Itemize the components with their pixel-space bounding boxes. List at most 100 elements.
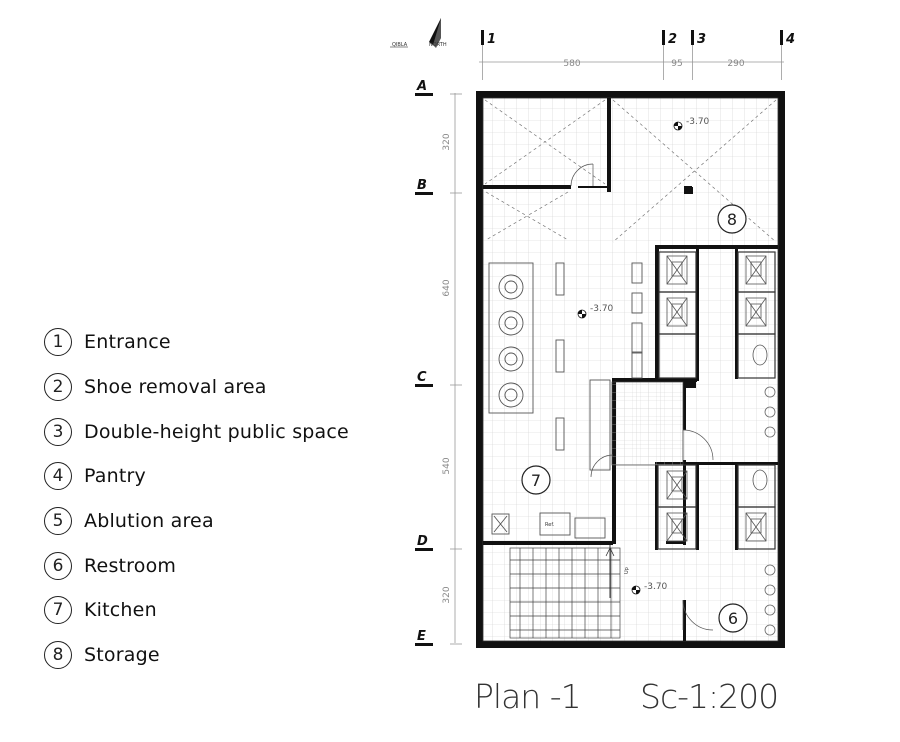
- level-marker-icon: [577, 309, 587, 319]
- toilet-icon: [666, 297, 688, 327]
- level-marker-icon: [673, 121, 683, 131]
- legend: 1 Entrance 2 Shoe removal area 3 Double-heigh…: [44, 320, 384, 678]
- legend-item: 5 Ablution area: [44, 499, 384, 544]
- toilet-icon: [666, 512, 688, 542]
- grid-column-marker: 3: [691, 30, 706, 80]
- row-dimension: 540: [442, 457, 452, 474]
- legend-label: Restroom: [84, 554, 177, 577]
- grid-row-marker: D: [415, 534, 462, 551]
- grid-row-marker: E: [415, 629, 462, 646]
- restroom-cubicles: [657, 251, 776, 550]
- svg-text:QIBLA: QIBLA: [392, 42, 408, 48]
- legend-label: Entrance: [84, 331, 171, 354]
- legend-item: 1 Entrance: [44, 320, 384, 365]
- grid-column-label: 4: [785, 32, 795, 47]
- row-dimension: 640: [442, 279, 452, 296]
- sink-icon: [764, 604, 776, 616]
- grid-column-label: 1: [487, 32, 496, 47]
- legend-number: 1: [44, 328, 72, 357]
- room-number-kitchen: 7: [521, 465, 551, 495]
- legend-label: Double-height public space: [84, 420, 349, 443]
- grid-row-marker: A: [415, 79, 462, 96]
- legend-item: 4 Pantry: [44, 454, 384, 499]
- grid-column-label: 2: [668, 32, 677, 47]
- column-dimensions: 580 95 290: [563, 59, 744, 69]
- legend-item: 8 Storage: [44, 633, 384, 678]
- toilet-icon: [666, 255, 688, 285]
- svg-text:6: 6: [728, 609, 738, 628]
- toilet-seat-icon: [752, 344, 768, 366]
- grid-row-label: B: [417, 178, 427, 193]
- legend-number: 3: [44, 417, 72, 446]
- toilet-icon: [745, 297, 767, 327]
- grid-column-label: 3: [697, 32, 706, 47]
- legend-number: 4: [44, 462, 72, 491]
- row-dimensions: 320 640 540 320: [442, 133, 452, 603]
- grid-row-label: A: [416, 79, 427, 94]
- legend-number: 7: [44, 596, 72, 625]
- storage-column: [686, 187, 693, 194]
- column-dimension: 290: [727, 59, 744, 69]
- legend-label: Ablution area: [84, 510, 214, 533]
- legend-item: 2 Shoe removal area: [44, 365, 384, 410]
- ref-label: Ref.: [545, 522, 555, 528]
- legend-number: 8: [44, 641, 72, 670]
- door-swings: [570, 163, 714, 631]
- grid-row-markers: A B C D E: [415, 79, 462, 646]
- legend-label: Pantry: [84, 465, 146, 488]
- legend-number: 6: [44, 551, 72, 580]
- north-arrow-icon: QIBLA NORTH: [390, 18, 447, 48]
- svg-text:8: 8: [727, 210, 737, 229]
- staircase: [509, 381, 684, 639]
- grid-column-marker: 1: [481, 30, 496, 80]
- grid-row-label: E: [417, 629, 426, 644]
- legend-number: 5: [44, 507, 72, 536]
- sink-basins: [764, 386, 776, 636]
- plan-title: Plan -1: [474, 677, 582, 716]
- legend-item: 7 Kitchen: [44, 588, 384, 633]
- level-markers: -3.70 -3.70 -3.70: [577, 117, 710, 595]
- toilet-icon: [666, 470, 688, 500]
- sink-icon: [764, 624, 776, 636]
- void-diagonals: [484, 99, 777, 243]
- grid-row-label: D: [417, 534, 428, 549]
- room-number-storage: 8: [717, 204, 747, 234]
- grid-row-marker: C: [415, 370, 462, 387]
- svg-text:7: 7: [531, 471, 541, 490]
- column-dimension: 580: [563, 59, 580, 69]
- svg-text:NORTH: NORTH: [429, 42, 447, 48]
- toilet-fixtures: [666, 255, 768, 542]
- legend-label: Storage: [84, 644, 160, 667]
- toilet-seat-icon: [752, 469, 768, 491]
- sink-icon: [764, 584, 776, 596]
- room-number-restroom: 6: [718, 603, 748, 633]
- kitchen-fixtures: [488, 262, 643, 539]
- grid-column-markers: 1 2 3 4: [481, 30, 795, 80]
- plan-scale: Sc-1:200: [640, 677, 779, 716]
- up-label: Up: [624, 567, 630, 574]
- toilet-icon: [745, 512, 767, 542]
- row-dimension: 320: [442, 586, 452, 603]
- level-text: -3.70: [644, 582, 668, 592]
- legend-label: Kitchen: [84, 599, 157, 622]
- column-dimension: 95: [671, 59, 682, 69]
- level-text: -3.70: [590, 304, 614, 314]
- level-text: -3.70: [686, 117, 710, 127]
- sink-icon: [764, 406, 776, 418]
- level-marker-icon: [631, 585, 641, 595]
- toilet-icon: [745, 255, 767, 285]
- sink-icon: [764, 426, 776, 438]
- building-outline: [476, 91, 785, 648]
- grid-column-marker: 4: [780, 30, 795, 80]
- grid-column-marker: 2: [662, 30, 677, 80]
- sink-icon: [764, 564, 776, 576]
- row-dimension: 320: [442, 133, 452, 150]
- grid-row-label: C: [417, 370, 427, 385]
- legend-item: 3 Double-height public space: [44, 409, 384, 454]
- legend-item: 6 Restroom: [44, 543, 384, 588]
- sink-icon: [764, 386, 776, 398]
- legend-label: Shoe removal area: [84, 376, 267, 399]
- legend-number: 2: [44, 373, 72, 402]
- grid-row-marker: B: [415, 178, 462, 195]
